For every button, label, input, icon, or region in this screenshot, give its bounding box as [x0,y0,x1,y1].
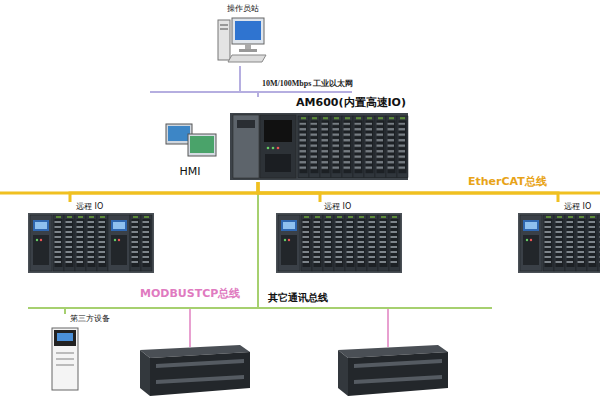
bus-name: EtherCAT总线 [468,176,547,189]
controller-device [338,345,448,396]
device-label: 远程 IO [76,202,103,211]
bus-name: 其它通讯总线 [268,292,328,304]
hmi-icon [166,124,216,156]
device-label: 远程 IO [564,202,591,211]
remote-io: 远程 IO [28,202,162,274]
hmi-panel: HMI [160,120,220,182]
modbus-drop [189,309,191,347]
third-party-device [52,328,78,390]
remote-io-rack [276,213,402,273]
modbus-drop [387,309,389,347]
bus-connector [70,182,258,202]
bus-name: MODBUSTCP总线 [140,288,240,301]
pc-icon [218,18,266,62]
device-label: 第三方设备 [70,314,110,323]
device-label: HMI [179,166,200,179]
remote-io-rack [518,213,600,273]
device-label: 操作员站 [227,4,259,13]
bus-connector [65,182,258,314]
operator-station: 操作员站 [215,4,270,66]
controller-device [140,345,250,396]
remote-io: 远程 IO [518,202,600,274]
remote-io-rack [28,213,154,273]
plc-rack [230,113,408,180]
remote-io: 远程 IO [276,202,408,274]
device-label: AM600(内置高速IO) [296,97,406,110]
device-label: 远程 IO [324,202,351,211]
bus-label: 10M/100Mbps 工业以太网 [262,79,353,88]
third-party-device: 第三方设备 [42,314,112,394]
plc-controller: AM600(内置高速IO) [230,97,408,182]
bus-connector [240,66,258,97]
